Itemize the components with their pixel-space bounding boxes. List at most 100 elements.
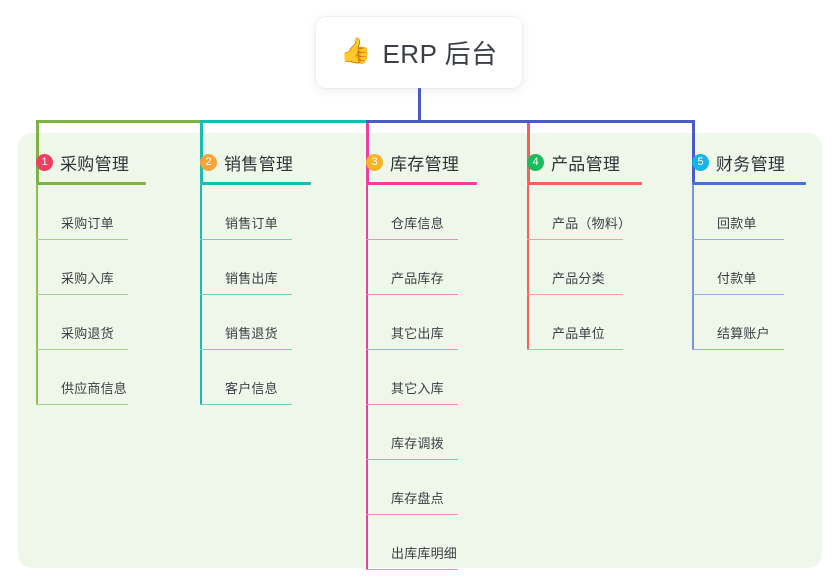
- branch-title-4: 产品管理: [551, 154, 621, 174]
- connector-drop-2: [200, 120, 203, 182]
- branch-item-rule: [527, 293, 623, 295]
- thumbs-up-icon: 👍: [340, 37, 372, 65]
- branch-item[interactable]: 产品分类: [527, 240, 642, 295]
- branch-item-rule: [527, 238, 623, 240]
- branch-item-rule: [366, 568, 458, 570]
- bus-segment-1: [36, 120, 203, 123]
- branch-item-rule: [36, 238, 128, 240]
- root-node-title: ERP 后台: [382, 39, 498, 69]
- root-node-content: 👍 ERP 后台: [340, 34, 497, 71]
- branch-item-label: 产品单位: [552, 326, 605, 341]
- branch-item[interactable]: 付款单: [692, 240, 806, 295]
- branch-item-rule: [366, 458, 458, 460]
- branch-item[interactable]: 产品单位: [527, 295, 642, 350]
- branch-header-rule-2: [200, 182, 311, 185]
- branch-item-label: 产品库存: [391, 271, 444, 286]
- branch-header-rule-5: [692, 182, 806, 185]
- branch-item[interactable]: 采购订单: [36, 185, 146, 240]
- branch-header-rule-4: [527, 182, 642, 185]
- branch-item-label: 销售出库: [225, 271, 278, 286]
- branch-title-5: 财务管理: [716, 154, 786, 174]
- bus-segment-3: [366, 120, 695, 123]
- branch-spine-3: [366, 185, 368, 570]
- branch-item[interactable]: 库存盘点: [366, 460, 477, 515]
- branch-item-rule: [366, 403, 458, 405]
- branch-item[interactable]: 其它出库: [366, 295, 477, 350]
- branch-item-list-5: 回款单付款单结算账户: [692, 185, 806, 350]
- branch-item[interactable]: 出库库明细: [366, 515, 477, 570]
- branch-item-list-1: 采购订单采购入库采购退货供应商信息: [36, 185, 146, 405]
- branch-item[interactable]: 采购入库: [36, 240, 146, 295]
- branch-item-label: 客户信息: [225, 381, 278, 396]
- branch-item[interactable]: 客户信息: [200, 350, 311, 405]
- branch-item-rule: [366, 348, 458, 350]
- branch-item[interactable]: 产品库存: [366, 240, 477, 295]
- branch-header-5[interactable]: 5 财务管理: [692, 150, 806, 174]
- branch-item[interactable]: 销售出库: [200, 240, 311, 295]
- branch-spine-1: [36, 185, 38, 405]
- connector-drop-4: [527, 120, 530, 182]
- branch-title-1: 采购管理: [60, 154, 130, 174]
- branch-item-label: 仓库信息: [391, 216, 444, 231]
- branch-item[interactable]: 结算账户: [692, 295, 806, 350]
- branch-item-label: 采购订单: [61, 216, 114, 231]
- branch-item[interactable]: 供应商信息: [36, 350, 146, 405]
- branch-item-label: 产品（物料）: [552, 216, 632, 231]
- branch-item-rule: [36, 348, 128, 350]
- branch-header-rule-1: [36, 182, 146, 185]
- branch-item-label: 销售退货: [225, 326, 278, 341]
- root-stem-line: [418, 88, 421, 123]
- branch-column-4: 4 产品管理产品（物料） 产品分类产品单位: [527, 150, 642, 350]
- branch-item[interactable]: 其它入库: [366, 350, 477, 405]
- branch-badge-4: 4: [527, 153, 544, 171]
- branch-item-label: 采购入库: [61, 271, 114, 286]
- branch-item[interactable]: 回款单: [692, 185, 806, 240]
- branch-badge-5: 5: [692, 153, 709, 171]
- branch-item[interactable]: 销售退货: [200, 295, 311, 350]
- branch-item-label: 库存调拨: [391, 436, 444, 451]
- branch-header-rule-3: [366, 182, 477, 185]
- branch-item-label: 供应商信息: [61, 381, 128, 396]
- branch-item-rule: [200, 293, 292, 295]
- branch-title-3: 库存管理: [390, 154, 460, 174]
- branch-item-rule: [527, 348, 623, 350]
- branch-header-1[interactable]: 1 采购管理: [36, 150, 146, 174]
- branch-item-list-4: 产品（物料） 产品分类产品单位: [527, 185, 642, 350]
- bus-segment-2: [200, 120, 369, 123]
- connector-drop-5: [692, 120, 695, 182]
- root-node-card[interactable]: 👍 ERP 后台: [316, 17, 522, 88]
- branch-title-2: 销售管理: [224, 154, 294, 174]
- branch-item-label: 回款单: [717, 216, 757, 231]
- branch-column-1: 1 采购管理采购订单采购入库采购退货供应商信息: [36, 150, 146, 405]
- branch-item-rule: [200, 348, 292, 350]
- branch-item-rule: [366, 293, 458, 295]
- branch-item-label: 产品分类: [552, 271, 605, 286]
- branch-item-rule: [366, 513, 458, 515]
- branch-item-rule: [692, 293, 784, 295]
- branch-spine-2: [200, 185, 202, 405]
- branch-item-label: 付款单: [717, 271, 757, 286]
- branch-item[interactable]: 采购退货: [36, 295, 146, 350]
- branch-item-label: 出库库明细: [391, 546, 458, 561]
- branch-item[interactable]: 库存调拨: [366, 405, 477, 460]
- branch-spine-4: [527, 185, 529, 350]
- connector-drop-3: [366, 120, 369, 182]
- branch-item[interactable]: 产品（物料）: [527, 185, 642, 240]
- branch-badge-1: 1: [36, 153, 53, 171]
- branch-item-label: 销售订单: [225, 216, 278, 231]
- branch-item-list-2: 销售订单销售出库销售退货客户信息: [200, 185, 311, 405]
- branch-item[interactable]: 销售订单: [200, 185, 311, 240]
- branch-item-label: 其它入库: [391, 381, 444, 396]
- connector-drop-1: [36, 120, 39, 182]
- branch-item-rule: [200, 238, 292, 240]
- branch-spine-5: [692, 185, 694, 350]
- branch-item-rule: [36, 403, 128, 405]
- branch-item-label: 采购退货: [61, 326, 114, 341]
- branch-header-4[interactable]: 4 产品管理: [527, 150, 642, 174]
- branches-panel: [18, 133, 822, 568]
- branch-item[interactable]: 仓库信息: [366, 185, 477, 240]
